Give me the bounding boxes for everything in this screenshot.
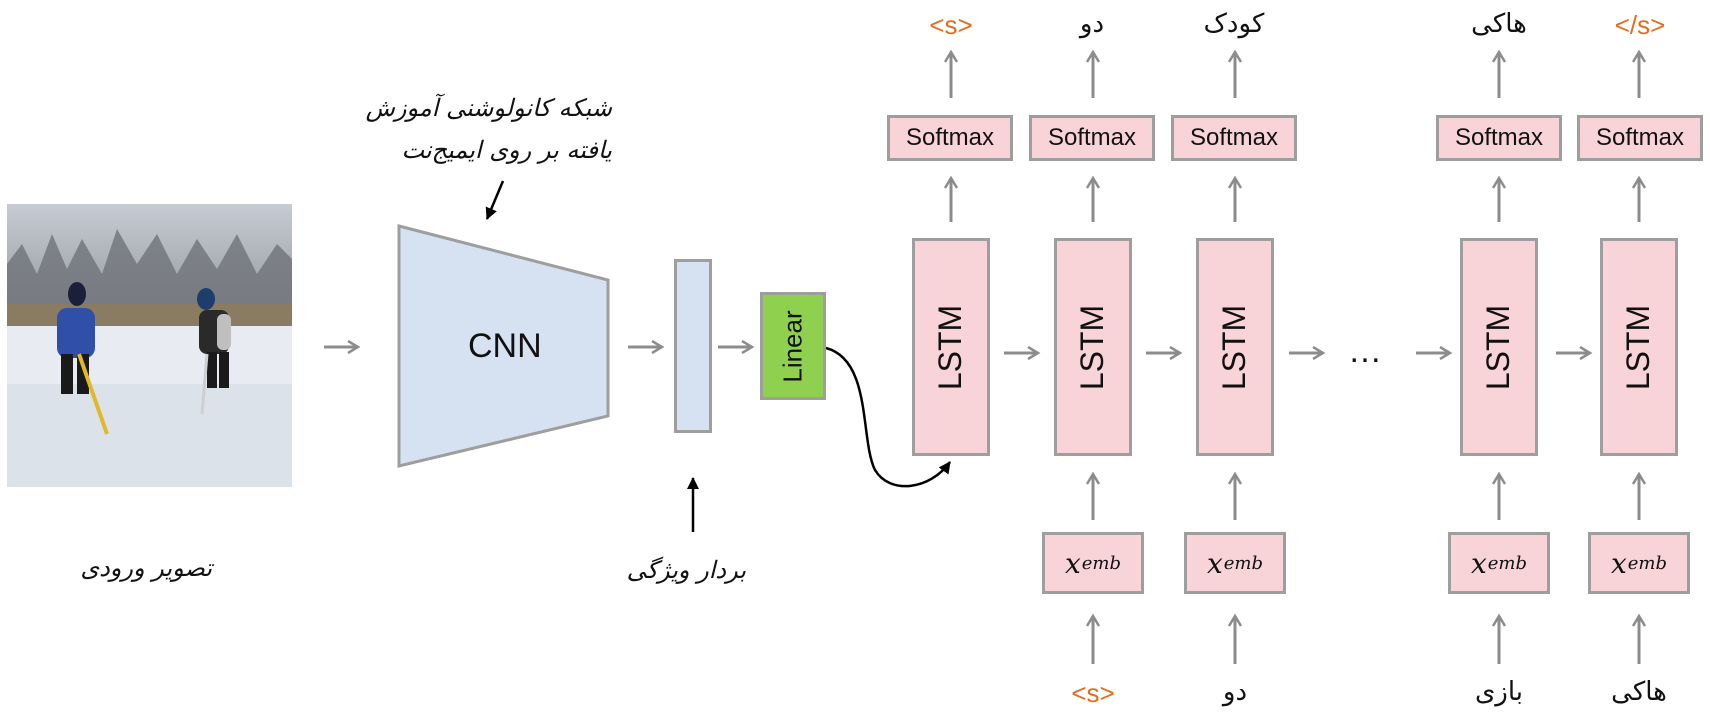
input-token-1: <s>: [1071, 678, 1115, 708]
lstm-label: LSTM: [1074, 304, 1111, 390]
softmax-2: Softmax: [1029, 115, 1155, 161]
softmax-label: Softmax: [905, 124, 995, 151]
emb-subscript: emb: [1223, 552, 1264, 574]
emb-subscript: emb: [1081, 552, 1122, 574]
output-token-4: هاکی: [1471, 8, 1527, 38]
lstm-label: LSTM: [1216, 304, 1253, 390]
softmax-label: Softmax: [1454, 124, 1544, 151]
emb-symbol: x: [1610, 546, 1627, 580]
cnn-block: [397, 224, 610, 468]
input-token-2: دو: [1222, 676, 1248, 706]
lstm-1: LSTM: [912, 238, 990, 456]
emb-subscript: emb: [1487, 552, 1528, 574]
input-token-4: هاکی: [1611, 676, 1667, 706]
softmax-4: Softmax: [1436, 115, 1562, 161]
input-image: [7, 204, 292, 487]
input-caption: تصویر ورودی: [80, 554, 212, 582]
emb-symbol: x: [1470, 546, 1487, 580]
feature-vector: [674, 259, 712, 433]
output-token-3: کودک: [1203, 8, 1265, 38]
cnn-caption-line1: شبکه کانولوشنی آموزش: [365, 94, 612, 122]
lstm-label: LSTM: [1620, 304, 1657, 390]
softmax-5: Softmax: [1577, 115, 1703, 161]
arrow-caption-to-cnn: [485, 180, 505, 220]
cnn-label: CNN: [468, 327, 542, 365]
output-token-5: </s>: [1614, 10, 1666, 40]
emb-symbol: x: [1064, 546, 1081, 580]
lstm-5: LSTM: [1600, 238, 1678, 456]
softmax-label: Softmax: [1047, 124, 1137, 151]
input-token-3: بازی: [1474, 676, 1524, 706]
softmax-3: Softmax: [1171, 115, 1297, 161]
lstm-4: LSTM: [1460, 238, 1538, 456]
lstm-2: LSTM: [1054, 238, 1132, 456]
lstm-label: LSTM: [932, 304, 969, 390]
softmax-label: Softmax: [1189, 124, 1279, 151]
sequence-ellipsis: …: [1348, 332, 1382, 370]
emb-symbol: x: [1206, 546, 1223, 580]
softmax-1: Softmax: [887, 115, 1013, 161]
output-token-1: <s>: [929, 10, 973, 40]
output-token-2: دو: [1079, 8, 1105, 38]
softmax-label: Softmax: [1595, 124, 1685, 151]
feature-caption: بردار ویژگی: [626, 556, 746, 584]
linear-label: Linear: [777, 309, 808, 383]
linear-layer: Linear: [760, 292, 826, 400]
arrow-linear-to-lstm: [825, 346, 952, 488]
emb-subscript: emb: [1627, 552, 1668, 574]
lstm-3: LSTM: [1196, 238, 1274, 456]
cnn-caption-line2: یافته بر روی ایمیج‌نت: [401, 136, 612, 164]
lstm-label: LSTM: [1480, 304, 1517, 390]
